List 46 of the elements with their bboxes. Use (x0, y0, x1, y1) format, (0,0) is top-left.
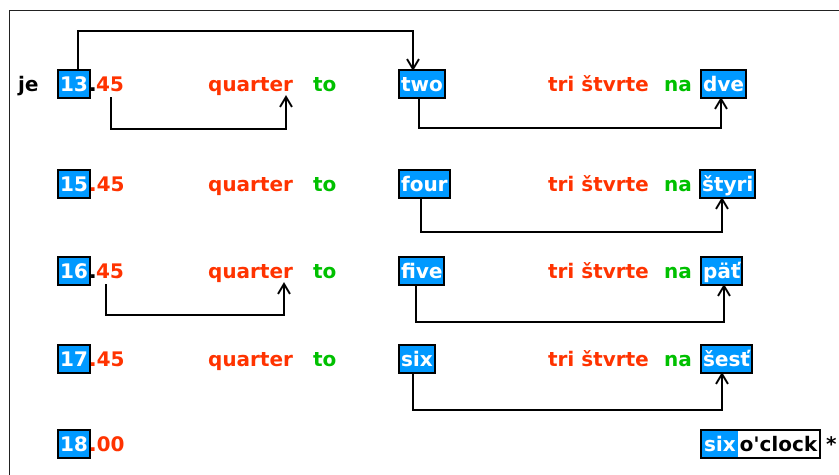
arrow (418, 98, 728, 129)
arrow (420, 198, 729, 233)
word: tri štvrte (548, 346, 649, 372)
minutes-text: .45 (89, 346, 124, 372)
highlighted-word: 17 (57, 344, 91, 374)
word: na (664, 346, 692, 372)
footnote-mark: * (826, 431, 836, 457)
highlighted-word: 18 (57, 429, 91, 459)
word: quarter (208, 346, 293, 372)
highlighted-word: šesť (700, 344, 753, 374)
highlighted-word: five (398, 256, 446, 286)
word: to (313, 346, 336, 372)
highlighted-word: 13 (57, 69, 91, 99)
word: quarter (208, 258, 293, 284)
word: tri štvrte (548, 171, 649, 197)
highlighted-word: four (398, 169, 451, 199)
arrow (415, 285, 731, 323)
word: na (664, 71, 692, 97)
highlighted-word: 15 (57, 169, 91, 199)
word: 45 (96, 258, 124, 284)
minutes-text: .00 (89, 431, 124, 457)
highlighted-word: two (398, 69, 446, 99)
highlighted-word: dve (700, 69, 747, 99)
highlighted-word: six (398, 344, 436, 374)
highlighted-phrase: six o'clock (700, 429, 822, 459)
word: 45 (96, 71, 124, 97)
highlighted-word: päť (700, 256, 744, 286)
arrow (105, 283, 291, 316)
decimal-point: . (89, 258, 97, 284)
arrow (412, 373, 729, 411)
word: je (18, 71, 38, 97)
word: to (313, 171, 336, 197)
highlighted-word: 16 (57, 256, 91, 286)
word: to (313, 71, 336, 97)
word: quarter (208, 71, 293, 97)
word: tri štvrte (548, 71, 649, 97)
highlighted-word: štyri (699, 169, 756, 199)
arrow (77, 30, 420, 70)
word: to (313, 258, 336, 284)
minutes-text: .45 (89, 171, 124, 197)
word: na (664, 171, 692, 197)
word: na (664, 258, 692, 284)
decimal-point: . (89, 71, 97, 97)
arrow (110, 96, 293, 130)
word: quarter (208, 171, 293, 197)
word: tri štvrte (548, 258, 649, 284)
